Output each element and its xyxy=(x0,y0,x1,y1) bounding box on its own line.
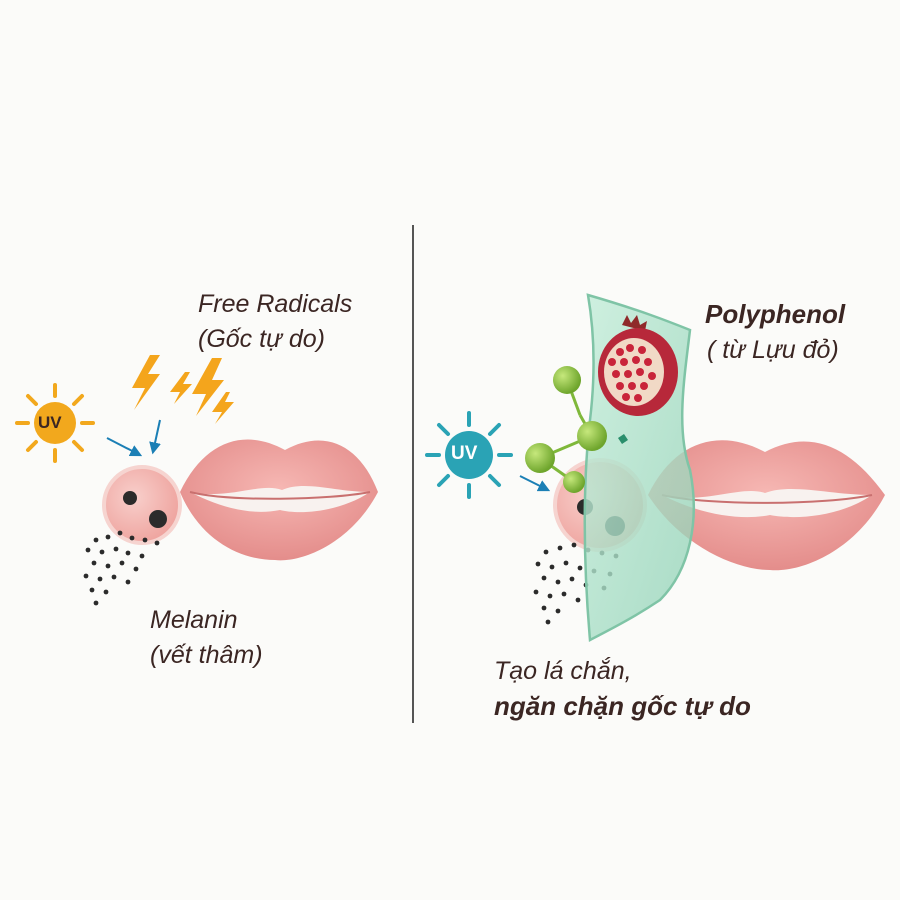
melanin-dot xyxy=(149,510,167,528)
molecule-atom xyxy=(563,471,585,493)
free-radicals-sublabel: (Gốc tự do) xyxy=(198,325,325,353)
lips-right xyxy=(648,440,885,571)
polyphenol-label: Polyphenol xyxy=(705,299,846,329)
uv-sun-icon-left xyxy=(15,383,95,463)
uv-label-right: UV xyxy=(451,443,478,464)
pomegranate-icon xyxy=(598,315,678,416)
shield-sublabel: ngăn chặn gốc tự do xyxy=(494,691,751,721)
lightning-icon xyxy=(170,372,192,404)
panel-divider xyxy=(412,225,414,723)
lightning-icon-group xyxy=(132,355,234,424)
lips-left xyxy=(180,439,378,561)
uv-sun-icon-right xyxy=(425,411,513,499)
lightning-icon xyxy=(132,355,160,410)
polyphenol-molecule xyxy=(525,366,628,493)
free-radical-left xyxy=(102,465,182,545)
radical-arrow-left xyxy=(149,419,161,455)
molecule-atom xyxy=(577,421,607,451)
melanin-sublabel: (vết thâm) xyxy=(150,641,263,669)
uv-label-left: UV xyxy=(38,413,62,432)
free-radicals-label: Free Radicals xyxy=(198,290,353,318)
lightning-icon xyxy=(192,358,224,416)
molecule-atom xyxy=(525,443,555,473)
shield-label: Tạo lá chắn, xyxy=(494,657,632,685)
melanin-label: Melanin xyxy=(150,606,238,634)
molecule-atom xyxy=(553,366,581,394)
uv-arrow-right xyxy=(519,475,551,492)
uv-arrow-left xyxy=(106,437,143,457)
melanin-dot xyxy=(123,491,137,505)
melanin-spots-left xyxy=(83,530,160,606)
polyphenol-sublabel: ( từ Lựu đỏ) xyxy=(707,336,839,364)
lightning-icon xyxy=(212,392,234,424)
